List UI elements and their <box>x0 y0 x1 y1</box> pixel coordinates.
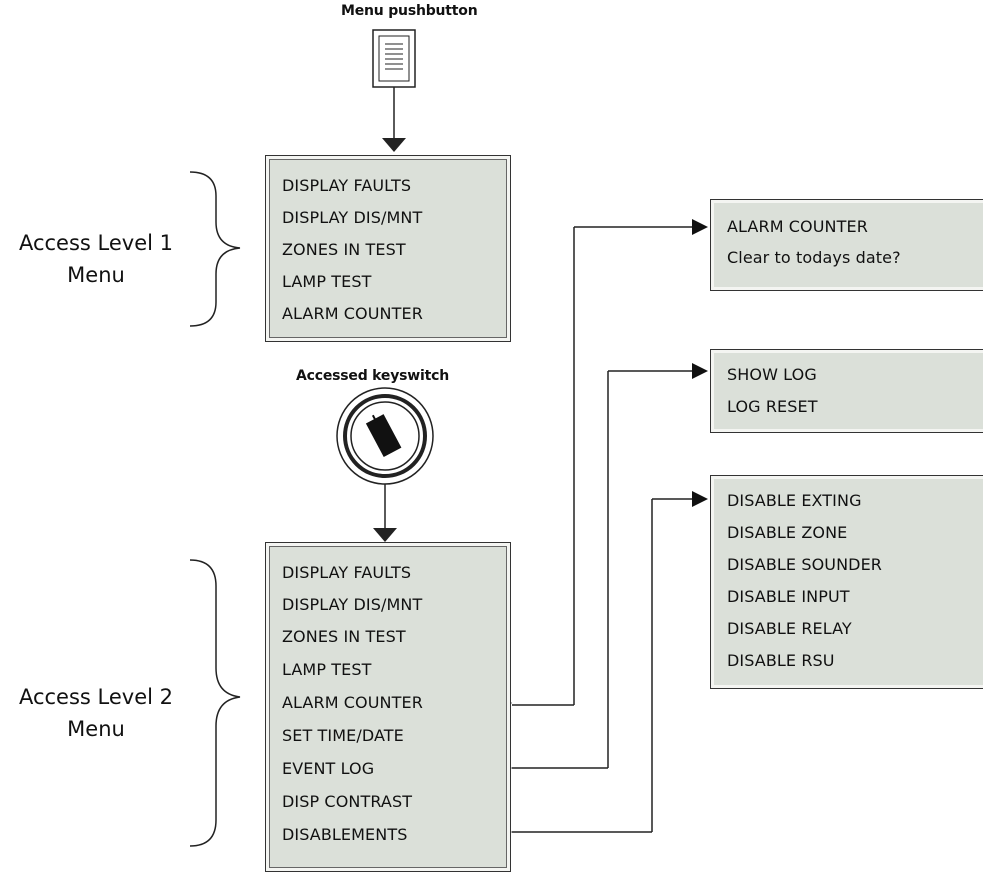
level2-item-disablements[interactable]: DISABLEMENTS <box>282 825 408 844</box>
level1-item-display-faults[interactable]: DISPLAY FAULTS <box>282 176 412 195</box>
alarm-counter-panel: ALARM COUNTER Clear to todays date? <box>710 199 983 291</box>
alarm-counter-title: ALARM COUNTER <box>727 217 868 236</box>
disable-item-sounder[interactable]: DISABLE SOUNDER <box>727 555 882 574</box>
alarm-counter-clear-prompt[interactable]: Clear to todays date? <box>727 248 901 267</box>
level2-item-set-time-date[interactable]: SET TIME/DATE <box>282 726 404 745</box>
level1-item-alarm-counter[interactable]: ALARM COUNTER <box>282 304 423 323</box>
menu-pushbutton-icon[interactable] <box>372 29 416 88</box>
level2-item-alarm-counter[interactable]: ALARM COUNTER <box>282 693 423 712</box>
brace-level2 <box>189 559 241 847</box>
menu-pushbutton-title: Menu pushbutton <box>341 3 478 19</box>
level2-item-display-faults[interactable]: DISPLAY FAULTS <box>282 563 412 582</box>
disable-item-rsu[interactable]: DISABLE RSU <box>727 651 835 670</box>
level2-item-event-log[interactable]: EVENT LOG <box>282 759 375 778</box>
level1-item-lamp-test[interactable]: LAMP TEST <box>282 272 372 291</box>
level2-item-disp-contrast[interactable]: DISP CONTRAST <box>282 792 413 811</box>
arrow-to-level1 <box>382 87 406 152</box>
connector-event-log <box>496 363 708 778</box>
access-level2-label: Access Level 2 Menu <box>6 681 186 745</box>
access-level2-line1: Access Level 2 <box>18 685 174 709</box>
level1-item-display-dis-mnt[interactable]: DISPLAY DIS/MNT <box>282 208 423 227</box>
keyswitch-title: Accessed keyswitch <box>296 368 449 384</box>
access-level1-line1: Access Level 1 <box>18 231 174 255</box>
connector-disablements <box>496 491 708 842</box>
disablements-panel: DISABLE EXTING DISABLE ZONE DISABLE SOUN… <box>710 475 983 689</box>
access-level2-line2: Menu <box>67 717 125 741</box>
disable-item-relay[interactable]: DISABLE RELAY <box>727 619 852 638</box>
disable-item-input[interactable]: DISABLE INPUT <box>727 587 850 606</box>
keyswitch-icon[interactable] <box>336 387 434 485</box>
brace-level1 <box>189 171 241 327</box>
event-log-panel: SHOW LOG LOG RESET <box>710 349 983 433</box>
disable-item-exting[interactable]: DISABLE EXTING <box>727 491 862 510</box>
connector-alarm-counter <box>496 219 708 713</box>
level1-menu-panel: DISPLAY FAULTS DISPLAY DIS/MNT ZONES IN … <box>265 155 511 342</box>
log-item-show-log[interactable]: SHOW LOG <box>727 365 817 384</box>
arrow-to-level2 <box>373 484 397 542</box>
level2-item-lamp-test[interactable]: LAMP TEST <box>282 660 372 679</box>
log-item-log-reset[interactable]: LOG RESET <box>727 397 818 416</box>
access-level1-line2: Menu <box>67 263 125 287</box>
level2-item-zones-in-test[interactable]: ZONES IN TEST <box>282 627 406 646</box>
access-level1-label: Access Level 1 Menu <box>6 227 186 291</box>
level2-item-display-dis-mnt[interactable]: DISPLAY DIS/MNT <box>282 595 423 614</box>
level2-menu-panel: DISPLAY FAULTS DISPLAY DIS/MNT ZONES IN … <box>265 542 511 872</box>
level1-item-zones-in-test[interactable]: ZONES IN TEST <box>282 240 406 259</box>
disable-item-zone[interactable]: DISABLE ZONE <box>727 523 848 542</box>
